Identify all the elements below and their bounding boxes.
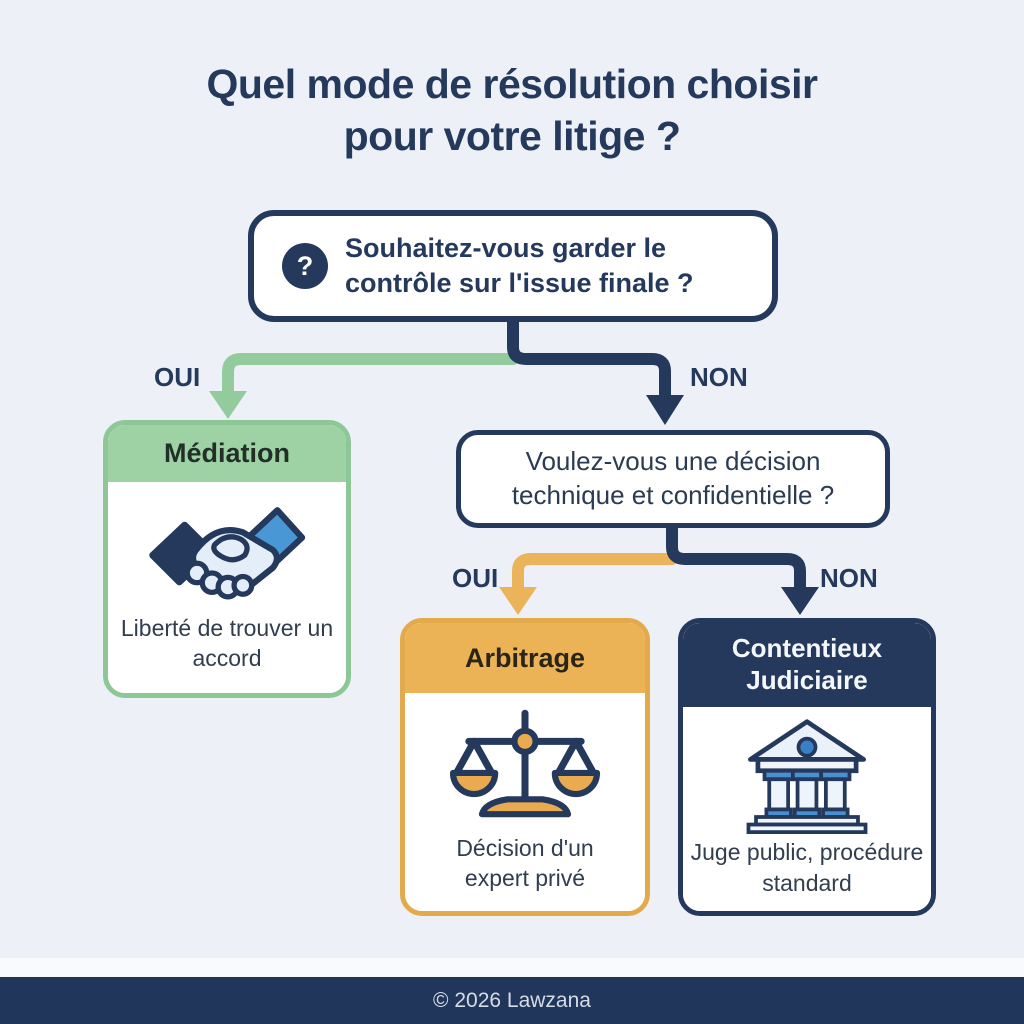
handshake-icon — [149, 507, 306, 600]
card-litigation-description: Juge public, procédure standard — [690, 839, 924, 896]
connector-non-litigation — [666, 519, 806, 594]
footer-divider — [0, 958, 1024, 977]
arrowhead-non-litigation — [781, 587, 819, 615]
card-arbitrage: Arbitrage Décision d'un expert privé — [400, 618, 650, 916]
question-box-2: Voulez-vous une décision technique et co… — [456, 430, 890, 528]
page-title-line1: Quel mode de résolution choisir — [206, 61, 819, 107]
question-box-1: ? Souhaitez-vous garder le contrôle sur … — [248, 210, 778, 322]
connector-oui-mediation — [222, 353, 519, 398]
card-mediation: Médiation Liberté de trouver un accord — [103, 420, 351, 698]
courthouse-icon — [746, 719, 868, 835]
branch2-no-label: NON — [820, 563, 878, 593]
branch1-yes-label: OUI — [154, 362, 201, 392]
question-mark-icon: ? — [282, 243, 328, 289]
card-arbitrage-body: Décision d'un expert privé — [405, 693, 645, 911]
question-mark-glyph: ? — [296, 250, 314, 281]
connector-non-question2 — [507, 312, 671, 403]
arrowhead-oui-mediation — [209, 391, 247, 419]
card-arbitrage-title: Arbitrage — [405, 623, 645, 693]
footer-copyright: © 2026 Lawzana — [433, 988, 591, 1012]
card-litigation-title: Contentieux Judiciaire — [683, 623, 931, 707]
branch1-no-label: NON — [690, 362, 748, 392]
question-1-text: Souhaitez-vous garder le contrôle sur l'… — [345, 232, 694, 298]
card-mediation-title: Médiation — [108, 425, 346, 482]
scales-icon — [449, 710, 601, 818]
question-2-text: Voulez-vous une décision technique et co… — [511, 446, 835, 510]
page-title: Quel mode de résolution choisir pour vot… — [0, 58, 1024, 162]
footer-bar: © 2026 Lawzana — [0, 977, 1024, 1024]
branch2-yes-label: OUI — [452, 563, 499, 593]
arrowhead-oui-arbitrage — [499, 587, 537, 615]
arrowhead-non-question2 — [646, 395, 684, 425]
card-arbitrage-description: Décision d'un expert privé — [456, 834, 594, 892]
card-mediation-body: Liberté de trouver un accord — [108, 482, 346, 693]
card-mediation-description: Liberté de trouver un accord — [120, 614, 334, 672]
connector-oui-arbitrage — [512, 553, 678, 594]
card-litigation-title-text: Contentieux Judiciaire — [731, 633, 883, 695]
card-litigation-body: Juge public, procédure standard — [683, 707, 931, 911]
page-title-line2: pour votre litige ? — [343, 113, 681, 160]
card-litigation: Contentieux Judiciaire — [678, 618, 936, 916]
